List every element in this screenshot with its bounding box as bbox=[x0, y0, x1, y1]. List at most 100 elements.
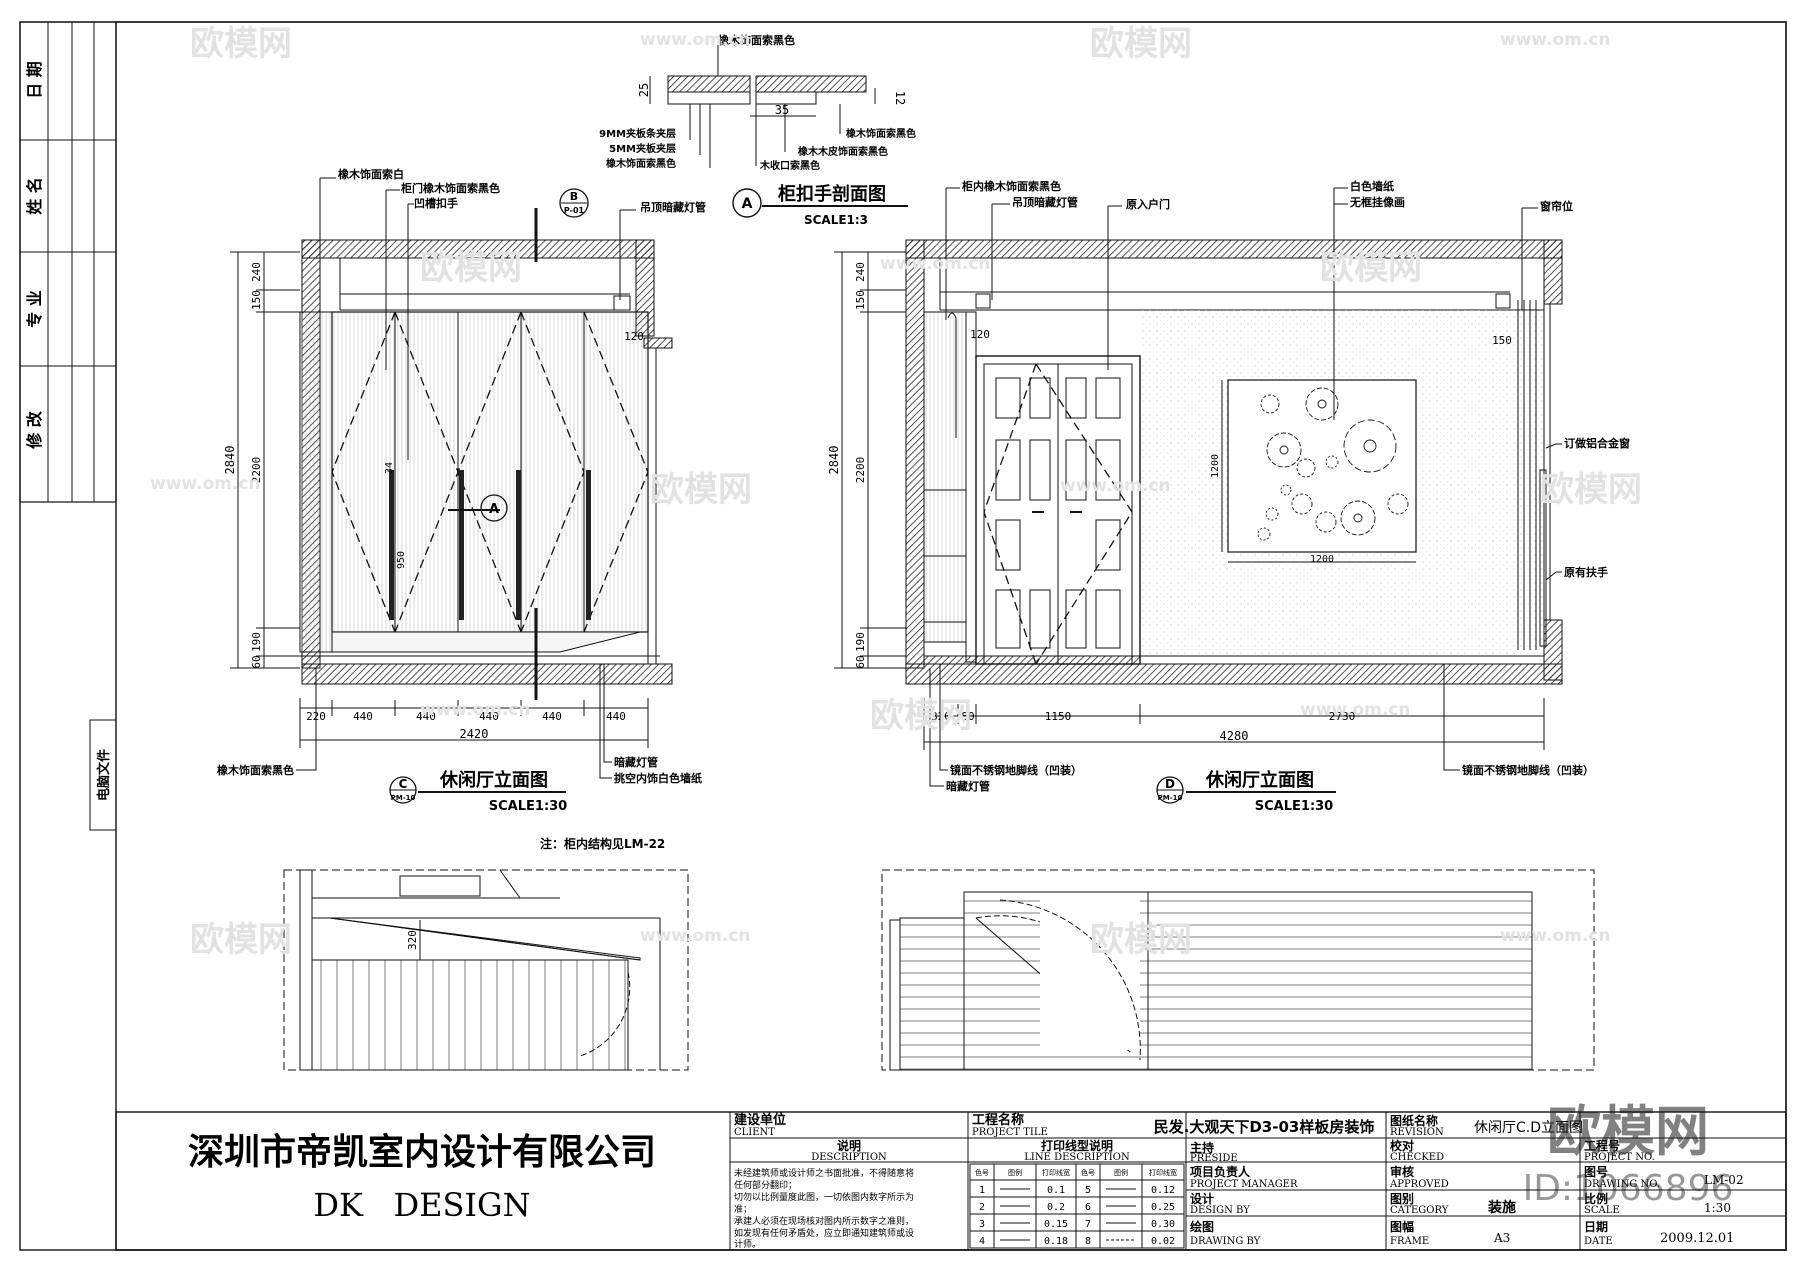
flower-artwork bbox=[1257, 387, 1409, 541]
line-desc-label-cn: 打印线型说明 bbox=[1041, 1138, 1113, 1153]
scale-label-en: SCALE bbox=[1584, 1205, 1620, 1216]
elev-c-hdim-3: 440 bbox=[416, 710, 436, 723]
elev-d-dim-150: 150 bbox=[1492, 334, 1512, 347]
scale-value: 1:30 bbox=[1704, 1201, 1731, 1215]
project-no-label-cn: 工程号 bbox=[1584, 1138, 1620, 1153]
elev-d-dim-120: 120 bbox=[970, 328, 990, 341]
line-head-2: 图例 bbox=[1008, 1168, 1022, 1177]
line-desc-label-en: LINE DESCRIPTION bbox=[1024, 1152, 1130, 1163]
side-cell-date: 日 期 bbox=[25, 61, 44, 99]
role-drawing-cn: 绘图 bbox=[1190, 1219, 1214, 1234]
elev-c-hdim-4: 440 bbox=[479, 710, 499, 723]
elev-d-hdim-1: 320 bbox=[931, 710, 951, 723]
company-name-cn: 深圳市帝凯室内设计有限公司 bbox=[188, 1131, 656, 1173]
elev-c-section-symbol: A bbox=[489, 502, 499, 517]
elev-d-vdim-240: 240 bbox=[854, 262, 867, 282]
elev-d-label-top-6: 窗帘位 bbox=[1540, 199, 1573, 213]
role-pm-en: PROJECT MANAGER bbox=[1190, 1179, 1298, 1190]
elev-c-label-top-1: 橡木饰面索白 bbox=[338, 167, 404, 181]
section-a-detail: 25 35 12 橡木饰面索黑色 9MM夹板条夹层 5MM夹板夹层 橡木饰面索黑… bbox=[599, 33, 916, 227]
line-row2-w: 0.2 bbox=[1047, 1202, 1065, 1213]
project-name: 民发.大观天下D3-03样板房装饰 bbox=[1154, 1118, 1375, 1136]
client-label-cn: 建设单位 bbox=[734, 1112, 786, 1128]
role-pm-cn: 项目负责人 bbox=[1190, 1164, 1251, 1179]
elev-c-vdim-240: 240 bbox=[250, 262, 263, 282]
elev-d-title: 休闲厅立面图 bbox=[1205, 769, 1314, 791]
elev-d-label-top-5: 无框挂像画 bbox=[1349, 195, 1405, 209]
elev-c-dim-34: 34 bbox=[384, 462, 395, 474]
elev-c-title-symbol-sub: PM-10 bbox=[391, 794, 416, 802]
elev-d-vdim-150: 150 bbox=[854, 290, 867, 310]
line-row2-no2: 6 bbox=[1085, 1202, 1091, 1213]
desc-line-1: 未经建筑师或设计师之书面批准，不得随意将 bbox=[734, 1167, 914, 1179]
line-row4-no2: 8 bbox=[1085, 1236, 1091, 1247]
plan-right bbox=[881, 869, 1595, 1071]
elev-d-dim-1200-h: 1200 bbox=[1310, 554, 1334, 565]
elev-c-symbol-b: B bbox=[570, 190, 578, 203]
elev-c-hdim-total: 2420 bbox=[460, 727, 489, 741]
elev-c-dim-120: 120 bbox=[624, 330, 644, 343]
elev-d-label-top-3: 原入户门 bbox=[1126, 197, 1170, 211]
elev-d-title-symbol-sub: PM-10 bbox=[1158, 794, 1183, 802]
side-cell-major: 专 业 bbox=[25, 290, 44, 328]
category-label-cn: 图别 bbox=[1390, 1192, 1414, 1206]
desc-line-7: 计师。 bbox=[734, 1238, 761, 1250]
desc-line-4: 准； bbox=[734, 1204, 752, 1215]
elev-d-label-bottom-2: 暗藏灯管 bbox=[946, 779, 990, 793]
elev-c-scale: SCALE1:30 bbox=[489, 799, 567, 814]
company-name-en: DK DESIGN bbox=[313, 1186, 530, 1224]
frame-label-cn: 图幅 bbox=[1390, 1219, 1414, 1234]
section-a-right-label-3: 木收口索黑色 bbox=[759, 159, 820, 172]
elev-c-label-top-2: 柜门橡木饰面索黑色 bbox=[400, 181, 500, 195]
date-value: 2009.12.01 bbox=[1660, 1231, 1734, 1246]
section-a-right-label-2: 橡木木皮饰面索黑色 bbox=[798, 145, 888, 158]
elev-d-label-top-4: 白色墙纸 bbox=[1350, 179, 1394, 193]
revision-label-en: REVISION bbox=[1390, 1127, 1444, 1138]
category-label-en: CATEGORY bbox=[1390, 1205, 1449, 1216]
section-a-title: 柜扣手剖面图 bbox=[778, 183, 886, 205]
desc-label-cn: 说明 bbox=[837, 1138, 861, 1153]
elev-d-label-bottom-1: 镜面不锈钢地脚线（凹装） bbox=[950, 763, 1082, 777]
elev-c-vdim-total: 2840 bbox=[223, 446, 237, 475]
section-a-left-label-3: 橡木饰面索黑色 bbox=[606, 157, 676, 170]
section-a-dim-12: 12 bbox=[893, 91, 907, 105]
line-row1-no2: 5 bbox=[1085, 1185, 1091, 1196]
elev-d-hdim-2: 80 bbox=[961, 710, 974, 723]
elev-d-vdim-total: 2840 bbox=[827, 446, 841, 475]
line-head-6: 打印线宽 bbox=[1149, 1168, 1177, 1177]
elev-d-hdim-4: 2730 bbox=[1329, 710, 1356, 723]
revision-label-cn: 图纸名称 bbox=[1390, 1113, 1438, 1128]
role-preside-en: PRESIDE bbox=[1190, 1153, 1238, 1164]
elev-c-label-bottom-right-1: 暗藏灯管 bbox=[614, 755, 658, 769]
section-a-symbol bbox=[732, 188, 762, 218]
elev-d-scale: SCALE1:30 bbox=[1255, 799, 1333, 814]
desc-line-2: 任何部分翻印； bbox=[734, 1179, 797, 1191]
elev-c-symbol-b-sub: P-01 bbox=[564, 206, 585, 215]
frame-label-en: FRAME bbox=[1390, 1236, 1429, 1247]
elev-d-vdim-2200: 2200 bbox=[854, 457, 867, 484]
elev-d-label-top-2: 吊顶暗藏灯管 bbox=[1012, 195, 1078, 209]
elev-c-title: 休闲厅立面图 bbox=[439, 769, 548, 791]
elev-d-label-right-2: 原有扶手 bbox=[1564, 565, 1608, 579]
line-row2-no: 2 bbox=[979, 1202, 985, 1213]
scale-label-cn: 比例 bbox=[1584, 1191, 1608, 1206]
line-row1-w2: 0.12 bbox=[1151, 1185, 1175, 1196]
line-head-3: 打印线宽 bbox=[1042, 1168, 1070, 1177]
elev-c-vdim-190: 190 bbox=[250, 632, 263, 652]
side-panel: 日 期 姓 名 专 业 修 改 电脑文件 bbox=[19, 21, 117, 831]
elev-c-hdim-5: 440 bbox=[542, 710, 562, 723]
section-a-left-label-1: 9MM夹板条夹层 bbox=[599, 127, 676, 140]
elev-d-vdim-60: 60 bbox=[854, 655, 867, 668]
drawing-name: 休闲厅C.D立面图 bbox=[1474, 1120, 1583, 1136]
elev-c-vdim-60: 60 bbox=[250, 655, 263, 668]
elevation-c: A B P-01 橡木饰面索白 柜门橡木饰面索黑色 凹槽扣手 吊顶暗藏灯管 bbox=[217, 167, 706, 851]
line-head-5: 图例 bbox=[1114, 1168, 1128, 1177]
drawing-no-label-en: DRAWING NO. bbox=[1584, 1179, 1660, 1190]
drawing-no-label-cn: 图号 bbox=[1584, 1164, 1608, 1179]
elev-d-dim-1200-v: 1200 bbox=[1210, 454, 1221, 478]
desc-label-en: DESCRIPTION bbox=[811, 1152, 887, 1163]
plan-left: 320 bbox=[283, 869, 689, 1071]
role-design-cn: 设计 bbox=[1190, 1191, 1214, 1206]
line-row3-w2: 0.30 bbox=[1151, 1219, 1175, 1230]
